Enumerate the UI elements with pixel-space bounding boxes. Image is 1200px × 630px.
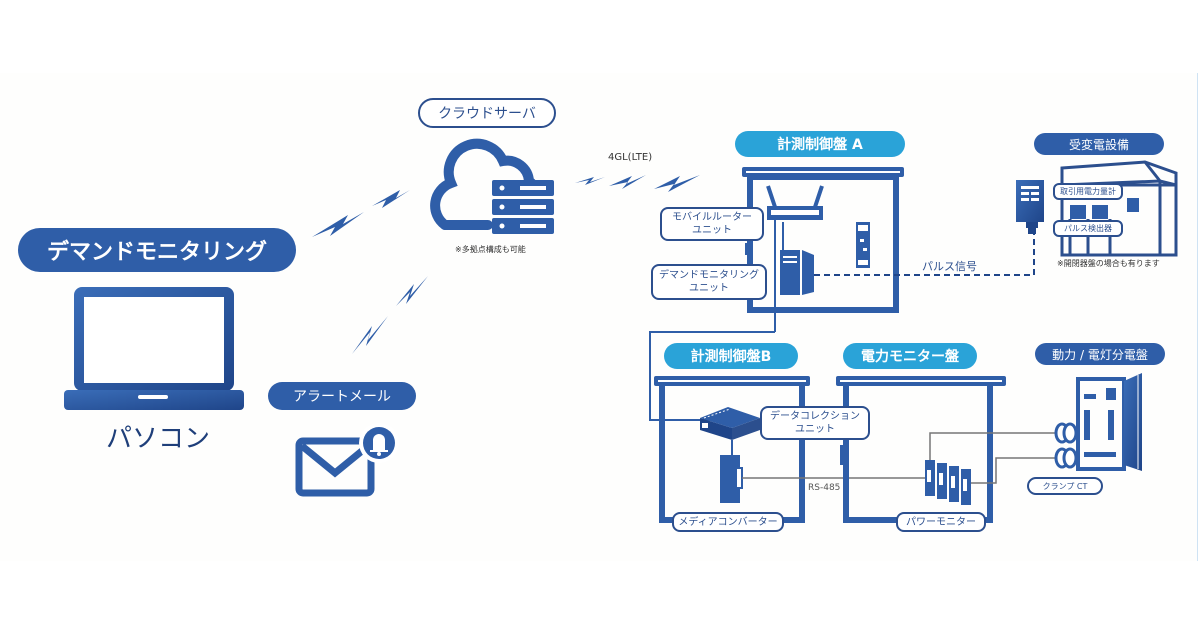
media-converter-tag: メディアコンバーター bbox=[672, 512, 784, 532]
bolt-icon bbox=[654, 175, 700, 192]
panel-b-title: 計測制御盤B bbox=[664, 343, 798, 369]
mobile-router-line1: モバイルルーター bbox=[672, 212, 752, 223]
demand-unit-line2: ユニット bbox=[689, 283, 729, 294]
substation-note: ※開閉器盤の場合も有ります bbox=[1057, 259, 1160, 268]
wireless-signal-icons bbox=[312, 175, 700, 354]
mobile-router-tag: モバイルルーター ユニット bbox=[660, 207, 764, 241]
bolt-icon bbox=[396, 276, 428, 306]
bolt-icon bbox=[575, 177, 605, 185]
cloud-note: ※多拠点構成も可能 bbox=[455, 245, 526, 254]
control-panel-b bbox=[654, 376, 810, 523]
distribution-board-title: 動力 / 電灯分電盤 bbox=[1035, 343, 1165, 365]
demand-monitoring-title: デマンドモニタリング bbox=[18, 228, 296, 272]
bolt-icon bbox=[372, 190, 410, 208]
ct-line-2 bbox=[971, 457, 1058, 484]
meter-tag: 取引用電力量計 bbox=[1053, 183, 1123, 200]
demand-unit-line1: デマンドモニタリング bbox=[659, 270, 759, 281]
substation-title: 受変電設備 bbox=[1034, 133, 1164, 155]
alert-mail-title: アラートメール bbox=[268, 382, 416, 410]
laptop-icon bbox=[64, 287, 244, 410]
power-monitor-panel bbox=[836, 376, 1006, 523]
pulse-signal-line bbox=[814, 232, 1035, 276]
pc-label: パソコン bbox=[106, 424, 211, 454]
cloud-server-icon bbox=[430, 138, 554, 234]
mail-bell-icon bbox=[295, 423, 399, 497]
power-monitor-tag: パワーモニター bbox=[896, 512, 986, 532]
data-collection-tag: データコレクション ユニット bbox=[760, 406, 870, 440]
bolt-icon bbox=[312, 212, 364, 237]
pulse-signal-label: パルス信号 bbox=[922, 260, 977, 273]
demand-monitoring-unit-tag: デマンドモニタリング ユニット bbox=[651, 264, 767, 300]
network-label: 4GL(LTE) bbox=[608, 152, 653, 163]
rs485-label: RS-485 bbox=[808, 483, 841, 493]
data-collection-line2: ユニット bbox=[795, 424, 835, 435]
cloud-server-title: クラウドサーバ bbox=[418, 98, 556, 128]
bolt-icon bbox=[352, 316, 388, 354]
bolt-icon bbox=[609, 175, 646, 189]
panel-a-title: 計測制御盤 A bbox=[735, 131, 905, 157]
clamp-ct-tag: クランプ CT bbox=[1027, 477, 1103, 495]
data-collection-line1: データコレクション bbox=[770, 411, 860, 422]
pulse-detector-tag: パルス検出器 bbox=[1053, 220, 1123, 237]
power-monitor-panel-title: 電力モニター盤 bbox=[843, 343, 977, 369]
mobile-router-line2: ユニット bbox=[692, 225, 732, 236]
substation-building-icon bbox=[1016, 160, 1178, 257]
ct-line-1 bbox=[929, 432, 1058, 460]
lan-cable-a-to-b bbox=[649, 331, 775, 421]
control-panel-a bbox=[742, 167, 904, 332]
distribution-board-icon bbox=[1054, 373, 1142, 471]
